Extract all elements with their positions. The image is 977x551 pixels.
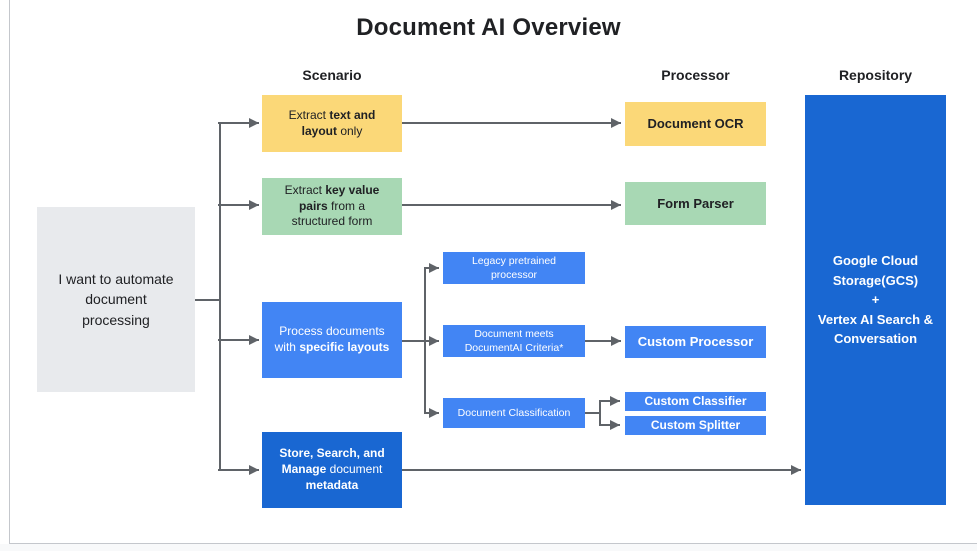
processor-label: Custom Processor xyxy=(637,334,754,350)
label-line: with specific layouts xyxy=(274,340,390,354)
label-line: processing xyxy=(82,311,150,328)
label-line: Conversation xyxy=(833,331,918,347)
column-header-scenario: Scenario xyxy=(302,67,362,83)
label-line: pairs from a xyxy=(298,198,365,213)
repository-gcs-vertex: Google Cloud Storage(GCS) + Vertex AI Se… xyxy=(805,95,946,505)
option-document-classification: Document Classification xyxy=(443,398,585,428)
column-header-processor: Processor xyxy=(661,67,730,83)
scenario-label: Extract key value pairs from a structure… xyxy=(285,183,380,230)
label-line: Google Cloud xyxy=(832,253,919,269)
processor-label: Custom Splitter xyxy=(650,417,741,432)
processor-label: Custom Classifier xyxy=(644,393,747,408)
processor-label: Document OCR xyxy=(647,116,744,132)
label-line: Extract key value xyxy=(284,182,380,197)
label-line: structured form xyxy=(291,214,373,229)
option-documentai-criteria: Document meets DocumentAI Criteria* xyxy=(443,325,585,357)
processor-custom-splitter: Custom Splitter xyxy=(625,416,766,435)
label-line: document xyxy=(85,291,147,308)
page-title: Document AI Overview xyxy=(356,14,621,41)
start-node: I want to automate document processing xyxy=(37,207,195,392)
page-edge-bottom xyxy=(9,543,977,544)
label-line: processor xyxy=(490,269,538,281)
processor-form-parser: Form Parser xyxy=(625,182,766,225)
processor-custom-processor: Custom Processor xyxy=(625,326,766,358)
option-legacy-pretrained-processor: Legacy pretrained processor xyxy=(443,252,585,284)
scenario-label: Process documents with specific layouts xyxy=(275,324,390,356)
processor-document-ocr: Document OCR xyxy=(625,102,766,146)
label-line: Extract text and xyxy=(288,107,376,122)
label-line: Vertex AI Search & xyxy=(817,311,934,327)
label-line: DocumentAI Criteria* xyxy=(464,342,564,354)
start-node-label: I want to automate document processing xyxy=(58,269,173,330)
column-header-repository: Repository xyxy=(838,67,913,83)
page-edge-left xyxy=(9,0,10,544)
option-label: Legacy pretrained processor xyxy=(472,254,556,282)
scenario-label: Extract text and layout only xyxy=(289,108,376,140)
label-line: layout only xyxy=(301,123,363,138)
label-line: Process documents xyxy=(279,324,385,339)
label-line: + xyxy=(871,292,880,308)
label-line: metadata xyxy=(305,477,359,492)
scenario-extract-text-layout: Extract text and layout only xyxy=(262,95,402,152)
label-line: Storage(GCS) xyxy=(832,272,919,288)
label-line: Store, Search, and xyxy=(279,446,385,461)
label-line: Manage document xyxy=(281,462,383,477)
label-line: I want to automate xyxy=(58,271,174,288)
option-label: Document Classification xyxy=(457,406,571,419)
scenario-specific-layouts: Process documents with specific layouts xyxy=(262,302,402,378)
processor-label: Form Parser xyxy=(657,195,734,211)
label-line: Legacy pretrained xyxy=(471,254,557,267)
scenario-label: Store, Search, and Manage document metad… xyxy=(279,446,384,493)
scenario-store-search-manage: Store, Search, and Manage document metad… xyxy=(262,432,402,508)
processor-custom-classifier: Custom Classifier xyxy=(625,392,766,411)
repository-label: Google Cloud Storage(GCS) + Vertex AI Se… xyxy=(818,251,933,349)
label-line: Document meets xyxy=(474,327,554,340)
next-page-strip xyxy=(0,544,977,551)
option-label: Document meets DocumentAI Criteria* xyxy=(465,327,564,355)
scenario-extract-key-value: Extract key value pairs from a structure… xyxy=(262,178,402,235)
